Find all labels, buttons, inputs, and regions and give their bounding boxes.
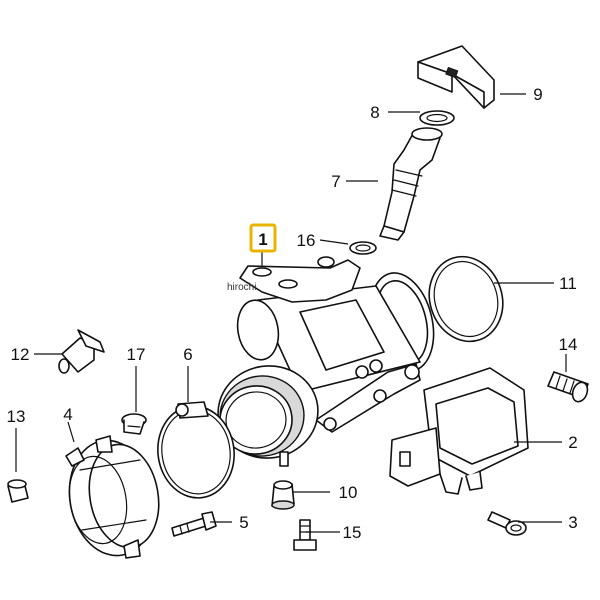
part-3-bolt <box>487 511 527 536</box>
callout-3: 3 <box>568 513 577 532</box>
callout-13: 13 <box>7 407 26 426</box>
part-6-clamp <box>157 401 235 499</box>
callout-14: 14 <box>559 335 578 354</box>
part-2-module <box>389 367 529 495</box>
part-10-cap <box>271 480 295 510</box>
part-7-sensor <box>379 127 443 241</box>
callout-12: 12 <box>11 345 30 364</box>
part-16-o-ring <box>349 241 377 255</box>
part-4-boot <box>65 435 160 559</box>
watermark-text: hirochi <box>227 282 256 293</box>
part-14-screw <box>547 371 589 403</box>
callout-4: 4 <box>63 405 72 424</box>
part-13-plug <box>7 479 29 503</box>
callout-6: 6 <box>183 345 192 364</box>
part-9-cap <box>417 45 495 109</box>
callout-2: 2 <box>568 433 577 452</box>
part-11-gasket <box>428 255 504 343</box>
callout-8: 8 <box>370 103 379 122</box>
callout-5: 5 <box>239 513 248 532</box>
part-12-fitting <box>58 329 105 374</box>
part-17-screw <box>121 413 147 435</box>
callout-16: 16 <box>297 231 316 250</box>
part-8-seal <box>419 110 455 126</box>
callout-1: 1 <box>258 230 267 249</box>
callout-9: 9 <box>533 85 542 104</box>
callout-1-highlight <box>249 223 277 253</box>
callout-17: 17 <box>127 345 146 364</box>
leader-lines <box>15 93 567 533</box>
callout-7: 7 <box>331 172 340 191</box>
callout-10: 10 <box>339 483 358 502</box>
part-5-bolt <box>171 511 217 537</box>
part-1-throttle-body <box>217 256 435 467</box>
part-15-screw <box>293 519 317 551</box>
callout-11: 11 <box>559 274 577 293</box>
callout-15: 15 <box>343 523 362 542</box>
